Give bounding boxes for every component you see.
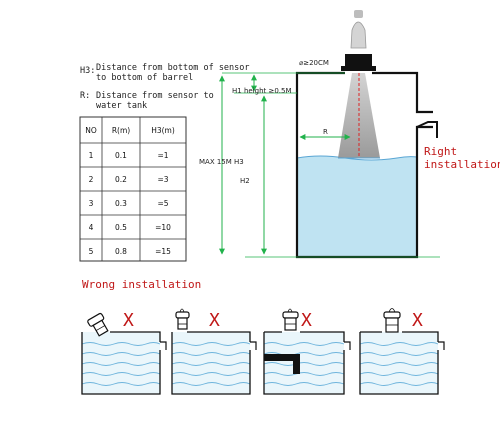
- max-h3-label: MAX 15M H3: [199, 158, 244, 166]
- recessed-sensor-icon: [383, 308, 401, 333]
- legend-h3-key: H3:: [80, 66, 95, 76]
- legend-r-key: R:: [80, 91, 90, 101]
- table-cell: 2: [89, 175, 94, 184]
- spec-table: NO R(m) H3(m) 1 0.1 =1 2 0.2 =3 3 0.3 =5…: [79, 116, 187, 262]
- sensor-flange: [345, 54, 372, 67]
- table-cell: 3: [89, 199, 94, 208]
- h1-label: H1 height ≥0.5M: [232, 87, 292, 95]
- legend-h3-line1: Distance from bottom of sensor: [96, 63, 250, 73]
- table-cell: =3: [157, 175, 168, 184]
- obstacle-pipe: [264, 354, 300, 374]
- table-cell: =1: [157, 151, 168, 160]
- wrong-x-mark: X: [123, 310, 134, 331]
- right-installation-line2: installation: [424, 158, 500, 171]
- tank-water: [297, 156, 417, 257]
- table-cell: 1: [89, 151, 94, 160]
- tilted-sensor-icon: [87, 312, 109, 337]
- table-header-no: NO: [85, 126, 97, 135]
- table-cell: 5: [89, 247, 94, 256]
- water-surface: [296, 155, 418, 161]
- wrong-x-mark: X: [209, 310, 220, 331]
- radar-sensor-icon: [350, 21, 367, 49]
- wrong-x-mark: X: [412, 310, 423, 331]
- main-tank: R: [295, 10, 438, 259]
- table-cell: 0.2: [115, 175, 127, 184]
- table-cell: =10: [155, 223, 171, 232]
- legend-r-line1: Distance from sensor to: [96, 91, 214, 101]
- tank-wall-right: [372, 71, 433, 114]
- diameter-label: ⌀≥20CM: [299, 59, 329, 67]
- dimension-lines: H1 height ≥0.5M MAX 15M H3 H2: [199, 72, 440, 258]
- outlet-pipe: [416, 121, 438, 138]
- wrong-installation-title: Wrong installation: [82, 278, 201, 291]
- h2-label: H2: [240, 177, 250, 185]
- table-cell: 0.3: [115, 199, 127, 208]
- table-border: [79, 116, 187, 262]
- table-cell: 0.5: [115, 223, 127, 232]
- wrong-x-mark: X: [301, 310, 312, 331]
- table-cell: =5: [157, 199, 168, 208]
- wrong-tank-obstacle: X: [263, 308, 351, 395]
- table-header-r: R(m): [112, 126, 130, 135]
- table-cell: 4: [89, 223, 94, 232]
- legend-h3-line2: to bottom of barrel: [96, 73, 193, 83]
- legend: H3: Distance from bottom of sensor to bo…: [80, 63, 250, 111]
- table-cell: =15: [155, 247, 171, 256]
- r-label: R: [323, 128, 328, 136]
- legend-r-line2: water tank: [96, 101, 147, 111]
- table-header-h3: H3(m): [151, 126, 175, 135]
- wall-sensor-icon: [175, 308, 190, 330]
- right-installation-line1: Right: [424, 145, 457, 158]
- obstacle-sensor-icon: [282, 308, 299, 331]
- wrong-tank-near-wall: X: [171, 308, 257, 395]
- table-cell: 0.8: [115, 247, 127, 256]
- wrong-tank-recessed: X: [359, 308, 445, 395]
- wrong-tank-tilted: X: [81, 310, 167, 395]
- table-cell: 0.1: [115, 151, 127, 160]
